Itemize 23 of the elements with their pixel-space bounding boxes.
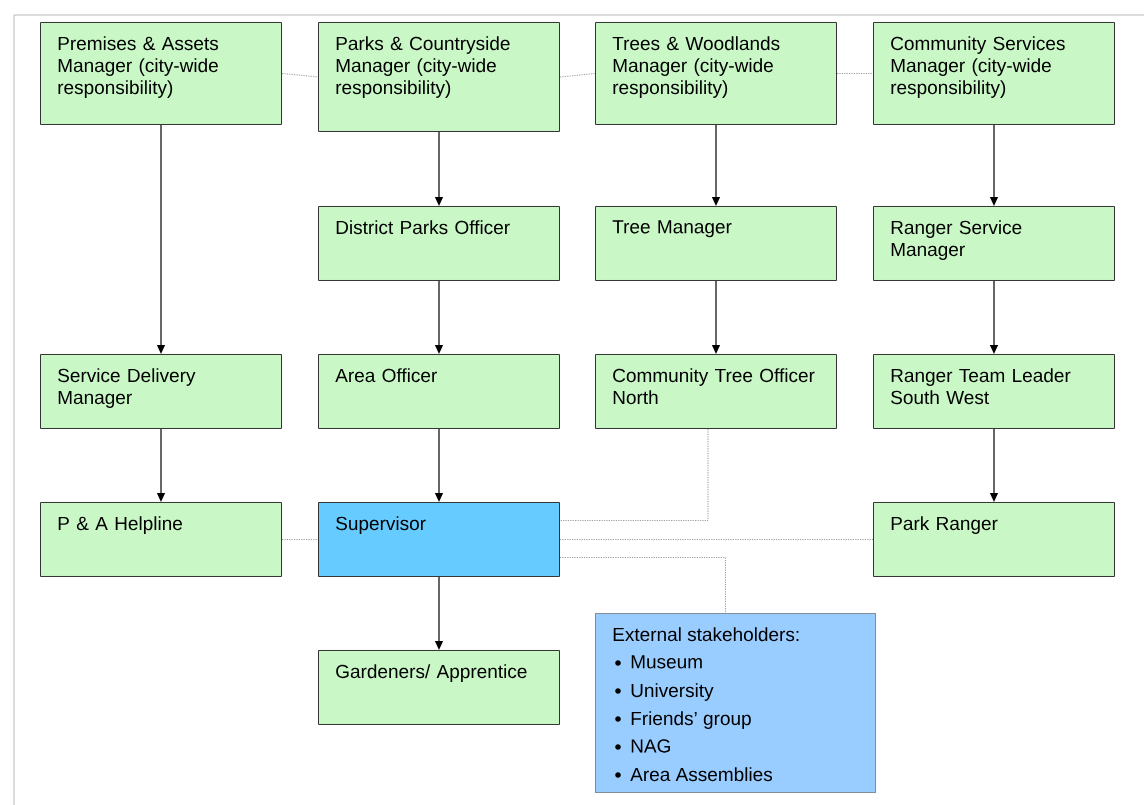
org-box: Service Delivery Manager <box>40 354 282 429</box>
connector-line <box>281 73 319 78</box>
connector-line <box>559 539 874 540</box>
connector-line <box>559 428 709 521</box>
org-box: Parks & Countryside Manager (city-wide responsibility) <box>318 22 560 132</box>
org-box: Park Ranger <box>873 502 1115 577</box>
connector-line <box>559 557 726 614</box>
org-box: Ranger Team Leader South West <box>873 354 1115 429</box>
org-box: Area Officer <box>318 354 560 429</box>
org-box: Tree Manager <box>595 206 837 281</box>
org-box: Community Services Manager (city-wide responsibility) <box>873 22 1115 125</box>
connector-line <box>281 539 319 540</box>
org-box: Trees & Woodlands Manager (city-wide responsibility) <box>595 22 837 125</box>
org-box: Community Tree Officer North <box>595 354 837 429</box>
org-box: P & A Helpline <box>40 502 282 577</box>
org-box: Gardeners/ Apprentice <box>318 650 560 725</box>
connector-line <box>836 73 874 74</box>
org-box: Premises & Assets Manager (city-wide responsibility) <box>40 22 282 125</box>
org-box: District Parks Officer <box>318 206 560 281</box>
connector-line <box>559 73 596 78</box>
org-box: Supervisor <box>318 502 560 577</box>
stakeholder-box: External stakeholders: Museum University Friends’ group NAG Area Assemblies <box>595 613 876 793</box>
org-box: Ranger Service Manager <box>873 206 1115 281</box>
